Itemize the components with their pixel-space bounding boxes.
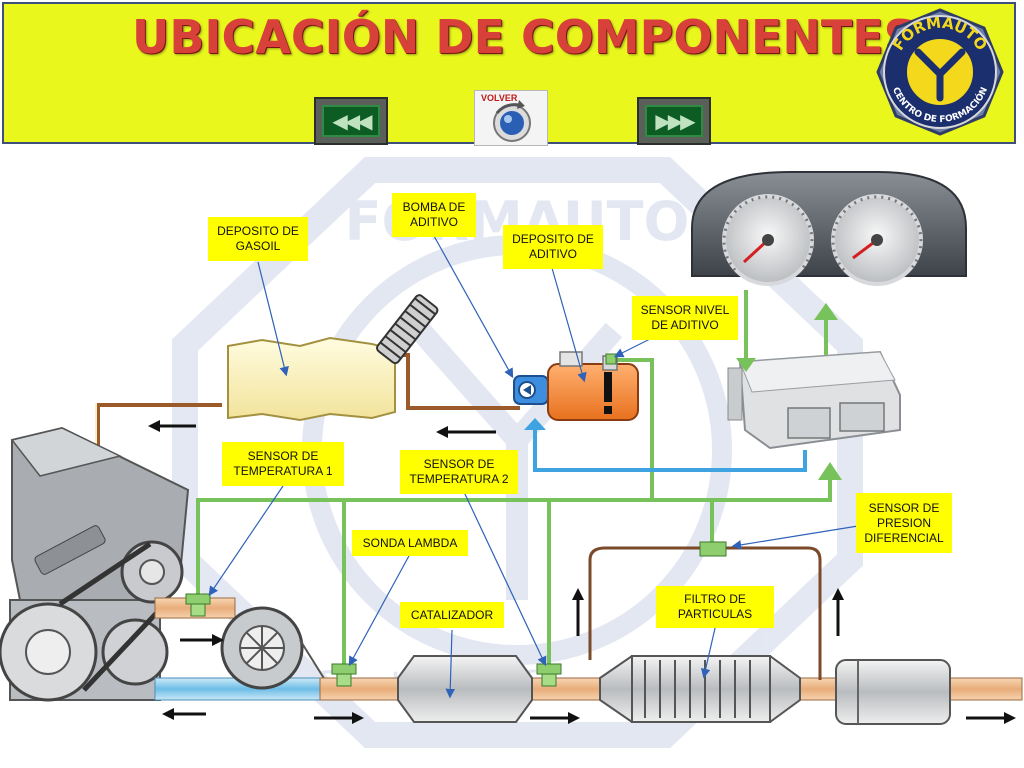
lambda-sensor <box>331 663 357 687</box>
label-sensor-nivel: SENSOR NIVEL DE ADITIVO <box>632 296 738 340</box>
silencer <box>835 659 951 725</box>
catalytic-converter <box>397 655 533 723</box>
additive-arrow <box>524 418 546 430</box>
temp-sensor-2 <box>536 663 562 687</box>
previous-arrows-icon: ◀◀◀ <box>322 105 380 137</box>
label-sonda-lambda: SONDA LAMBDA <box>352 530 468 556</box>
next-arrows-icon: ▶▶▶ <box>645 105 703 137</box>
signal-arrows <box>736 303 842 480</box>
label-deposito-gasoil: DEPOSITO DE GASOIL <box>208 217 308 261</box>
label-filtro-particulas: FILTRO DE PARTICULAS <box>656 586 774 628</box>
instrument-cluster <box>691 171 967 286</box>
next-button[interactable]: ▶▶▶ <box>637 97 711 145</box>
back-globe-icon <box>493 100 531 142</box>
previous-button[interactable]: ◀◀◀ <box>314 97 388 145</box>
flow-arrows <box>148 420 1016 724</box>
page-title: UBICACIÓN DE COMPONENTES <box>132 10 917 64</box>
ecu-unit <box>727 350 901 450</box>
level-sensor <box>605 353 617 365</box>
fuel-tank <box>227 294 439 422</box>
volver-button[interactable]: VOLVER <box>474 90 548 146</box>
additive-tank <box>547 351 639 421</box>
sensor-wiring <box>196 290 832 666</box>
label-sensor-temperatura-2: SENSOR DE TEMPERATURA 2 <box>400 450 518 494</box>
temp-sensor-1 <box>185 593 211 617</box>
label-bomba-aditivo: BOMBA DE ADITIVO <box>392 193 476 237</box>
formauto-logo: FORMAUTO CENTRO DE FORMACIÓN <box>876 8 1004 136</box>
label-catalizador: CATALIZADOR <box>400 602 504 628</box>
label-deposito-aditivo: DEPOSITO DE ADITIVO <box>503 225 603 269</box>
volver-label: VOLVER <box>481 93 518 103</box>
pointer-lines <box>208 235 859 699</box>
label-sensor-temperatura-1: SENSOR DE TEMPERATURA 1 <box>222 442 344 486</box>
particle-filter <box>599 655 801 723</box>
pressure-sensor <box>699 541 727 557</box>
engine-block <box>0 426 190 702</box>
label-sensor-presion: SENSOR DE PRESION DIFERENCIAL <box>856 493 952 553</box>
additive-pump <box>513 375 549 405</box>
additive-line <box>533 428 807 472</box>
